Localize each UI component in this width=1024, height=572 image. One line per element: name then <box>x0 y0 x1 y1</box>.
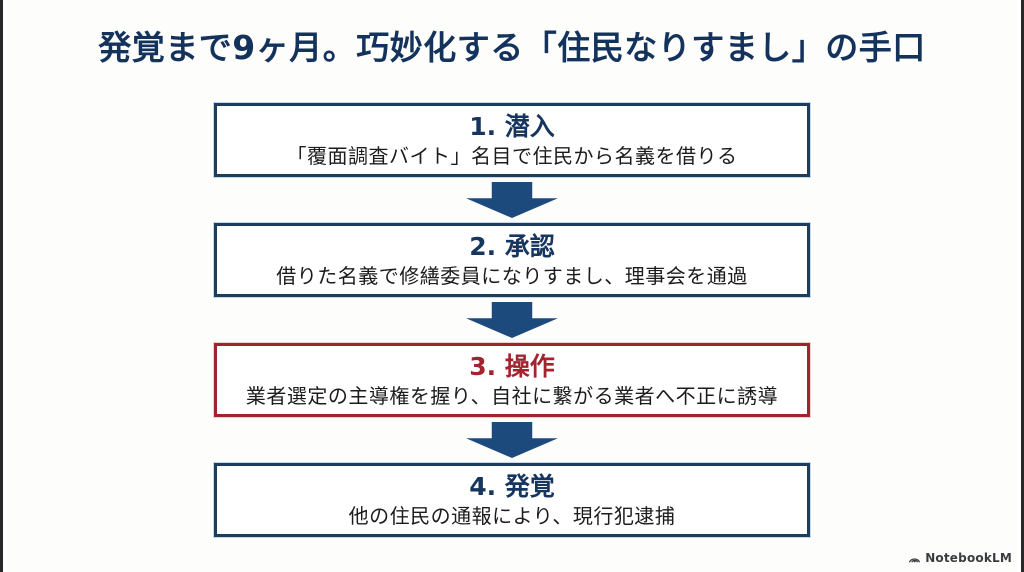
down-arrow-icon <box>466 422 558 458</box>
slide-title: 発覚まで9ヶ月。巧妙化する「住民なりすまし」の手口 <box>98 28 926 67</box>
step-heading: 3. 操作 <box>469 352 555 382</box>
down-arrow-icon <box>466 182 558 218</box>
step-description: 業者選定の主導権を握り、自社に繋がる業者へ不正に誘導 <box>245 383 779 408</box>
down-arrow-icon <box>466 302 558 338</box>
step-description: 他の住民の通報により、現行犯逮捕 <box>348 503 676 528</box>
step-description: 借りた名義で修繕委員になりすまし、理事会を通過 <box>276 263 748 288</box>
notebooklm-logo-icon <box>908 552 921 565</box>
step-heading: 2. 承認 <box>469 232 555 262</box>
step-heading: 4. 発覚 <box>469 472 555 502</box>
frame-edge-left <box>0 0 3 572</box>
step-box-3-highlighted: 3. 操作 業者選定の主導権を握り、自社に繋がる業者へ不正に誘導 <box>214 343 810 417</box>
step-heading: 1. 潜入 <box>469 112 555 142</box>
flow-diagram: 1. 潜入 「覆面調査バイト」名目で住民から名義を借りる 2. 承認 借りた名義… <box>214 103 810 537</box>
notebooklm-label: NotebookLM <box>925 551 1012 565</box>
notebooklm-watermark: NotebookLM <box>908 551 1012 565</box>
frame-edge-right <box>1021 0 1024 572</box>
step-description: 「覆面調査バイト」名目で住民から名義を借りる <box>286 143 738 168</box>
step-box-2: 2. 承認 借りた名義で修繕委員になりすまし、理事会を通過 <box>214 223 810 297</box>
step-box-1: 1. 潜入 「覆面調査バイト」名目で住民から名義を借りる <box>214 103 810 177</box>
step-box-4: 4. 発覚 他の住民の通報により、現行犯逮捕 <box>214 463 810 537</box>
